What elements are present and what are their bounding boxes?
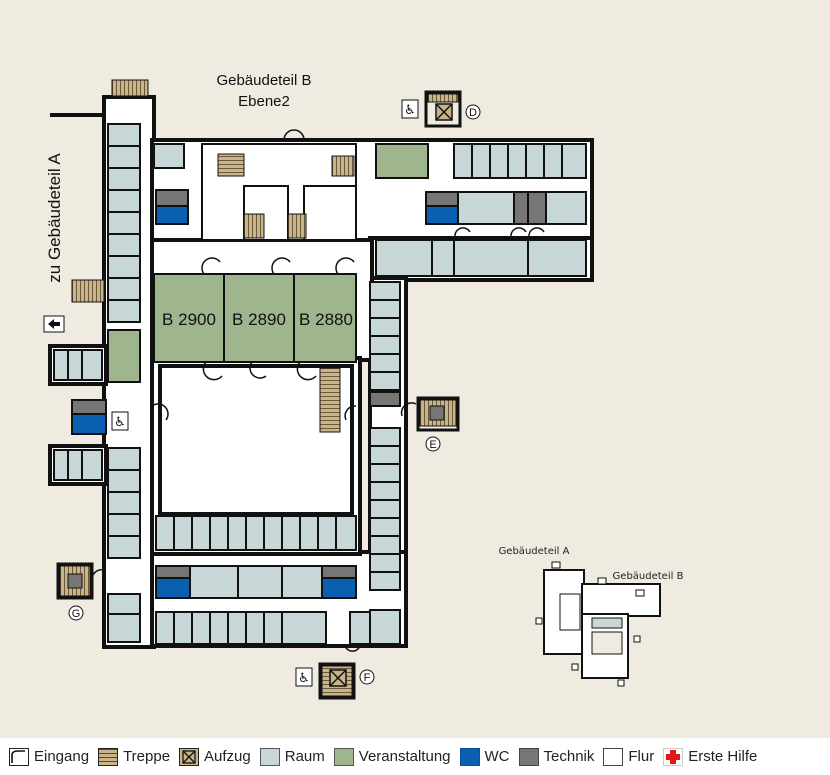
entrance-f: F — [364, 672, 371, 684]
legend-label: Raum — [284, 748, 325, 765]
legend-label: Erste Hilfe — [688, 748, 758, 765]
legend-item-treppe: Treppe — [98, 747, 171, 766]
minimap-label-b: Gebäudeteil B — [613, 571, 684, 582]
veranstaltung-swatch — [333, 747, 354, 766]
entrance-d: D — [469, 107, 477, 119]
legend-item-aufzug: Aufzug — [179, 747, 251, 766]
legend-item-eingang: Eingang — [9, 747, 90, 766]
minimap-label-a: Gebäudeteil A — [499, 546, 570, 557]
building-title: Gebäudeteil B — [216, 72, 311, 89]
legend: Eingang Treppe Aufzug Raum Veranstaltung… — [0, 738, 830, 775]
room-label-1: B 2900 — [162, 310, 216, 329]
north-event-room — [375, 143, 429, 179]
legend-item-technik: Technik — [518, 747, 595, 766]
room-label-2: B 2890 — [232, 310, 286, 329]
legend-label: Technik — [543, 748, 595, 765]
north-room-left — [153, 143, 185, 169]
technik-in-tower — [67, 405, 445, 589]
legend-item-wc: WC — [459, 747, 510, 766]
legend-item-veranstaltung: Veranstaltung — [333, 747, 451, 766]
entrance-e: E — [429, 439, 436, 451]
svg-text:♿: ♿ — [114, 415, 126, 430]
inner-south-rooms — [155, 515, 371, 645]
event-rooms — [153, 273, 357, 363]
door-arcs — [90, 129, 545, 652]
legend-item-raum: Raum — [259, 747, 325, 766]
svg-text:♿: ♿ — [404, 103, 416, 118]
wheelchair-icon: ♿ ♿ ♿ — [111, 99, 419, 687]
legend-label: Veranstaltung — [358, 748, 451, 765]
legend-item-erste-hilfe: Erste Hilfe — [663, 747, 758, 766]
legend-label: Treppe — [123, 748, 171, 765]
legend-label: Aufzug — [204, 748, 251, 765]
stairs-icon — [98, 747, 119, 766]
flur-swatch — [603, 747, 624, 766]
minimap: Gebäudeteil A Gebäudeteil B — [499, 546, 684, 687]
north-technik — [513, 191, 547, 225]
side-label: zu Gebäudeteil A — [45, 153, 64, 283]
exit-arrow-icon — [43, 315, 65, 333]
entrance-icon — [9, 747, 29, 766]
entrance-g: G — [72, 608, 81, 620]
technik-swatch — [518, 747, 539, 766]
legend-label: Eingang — [34, 748, 90, 765]
legend-label: Flur — [628, 748, 655, 765]
west-event-room — [107, 329, 141, 383]
svg-text:♿: ♿ — [298, 671, 310, 686]
raum-swatch — [259, 747, 280, 766]
legend-item-flur: Flur — [603, 747, 655, 766]
room-label-3: B 2880 — [299, 310, 353, 329]
first-aid-icon — [663, 747, 684, 766]
entrance-markers: D E F G — [68, 104, 481, 685]
legend-label: WC — [484, 748, 510, 765]
building-level: Ebene2 — [238, 93, 290, 110]
east-technik — [369, 391, 401, 407]
floor-plan: Gebäudeteil B Ebene2 zu Gebäudeteil A — [43, 72, 684, 700]
east-wing-rooms — [369, 281, 401, 645]
wc-swatch — [459, 747, 480, 766]
elevator-icon — [179, 747, 200, 766]
north-east-rooms — [375, 143, 587, 277]
elevator-icon — [329, 103, 453, 687]
west-wing-rooms — [53, 123, 141, 643]
